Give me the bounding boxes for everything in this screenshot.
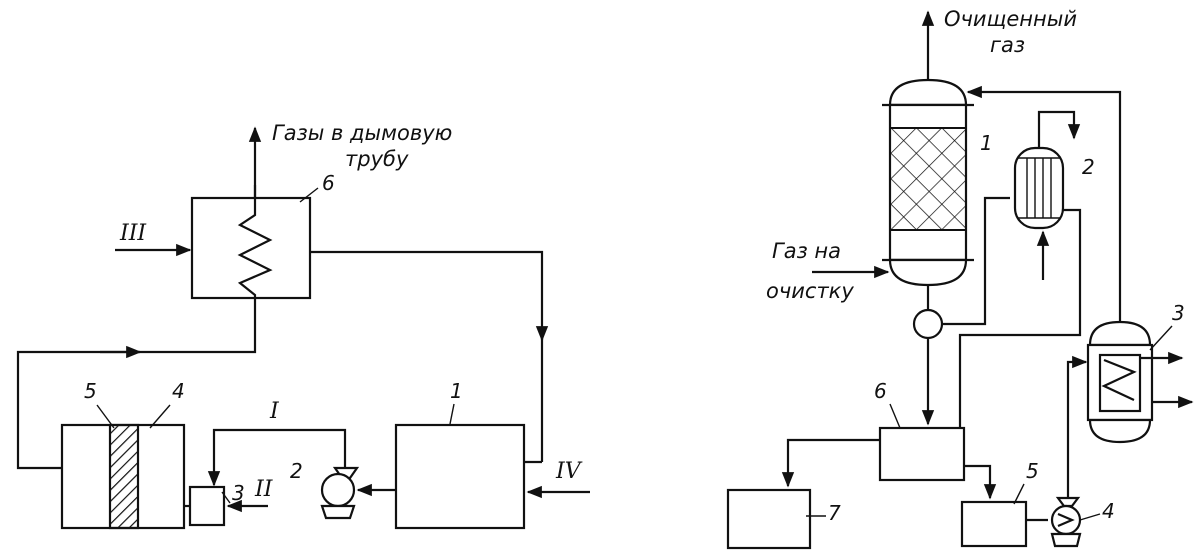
- vessel-6: [878, 426, 966, 482]
- label-r2: 2: [1082, 155, 1095, 179]
- line-6-to-5: [964, 464, 997, 500]
- line-6-to-7: [781, 438, 880, 488]
- leader-r3: [1149, 325, 1173, 351]
- label-r5: 5: [1026, 459, 1039, 483]
- column-1-top-cap: [888, 78, 968, 107]
- flue-gas-label-line2: трубу: [345, 147, 409, 171]
- leader-5: [96, 404, 115, 429]
- stream-III-label: III: [119, 221, 147, 246]
- vessel-3: [188, 485, 226, 527]
- coil-box: [1098, 353, 1142, 413]
- line-2-to-6: [958, 208, 1082, 428]
- leader-4: [149, 404, 171, 429]
- label-r4: 4: [1102, 499, 1115, 523]
- stream-I-label: I: [269, 399, 280, 424]
- label-r1: 1: [980, 131, 993, 155]
- line-6-to-1: [310, 250, 549, 342]
- tube-bundle-icon: [1018, 157, 1060, 219]
- line-6-to-4: [16, 310, 257, 470]
- heat-exchanger-6: [190, 196, 312, 300]
- left-diagram: Газы в дымовую трубу III 6 5 4 3 II I: [16, 121, 590, 530]
- leader-r5: [1013, 483, 1025, 505]
- heat-exchanger-2: [1013, 146, 1065, 230]
- leader-6: [299, 187, 319, 203]
- label-r7: 7: [828, 501, 841, 525]
- vessel-5: [960, 500, 1028, 548]
- label-r3: 3: [1172, 301, 1185, 325]
- stream-II-label: II: [254, 477, 274, 502]
- label-1: 1: [450, 379, 463, 403]
- clean-gas-label-line2: газ: [990, 33, 1025, 57]
- flue-gas-label-line1: Газы в дымовую: [272, 121, 452, 145]
- stream-IV-label: IV: [555, 459, 583, 484]
- pump-2-icon: [320, 466, 360, 520]
- label-r6: 6: [874, 379, 887, 403]
- vessel-3-bottom: [1088, 418, 1152, 444]
- leader-r6: [889, 403, 901, 429]
- line-4-to-3: [1066, 355, 1088, 500]
- leader-1: [449, 403, 455, 425]
- line-to-2: [942, 196, 1010, 326]
- line-3-to-column: [966, 85, 1122, 335]
- right-diagram: 1 Очищенный газ Газ на очистку 2: [726, 7, 1194, 550]
- inlet-gas-label-line2: очистку: [766, 279, 854, 303]
- pump-4-icon: [1050, 496, 1082, 548]
- apparatus-1: [394, 423, 526, 530]
- label-5: 5: [84, 379, 97, 403]
- vessel-7: [726, 488, 812, 550]
- zigzag-coil-icon: [1101, 358, 1137, 401]
- vessel-3-top: [1088, 320, 1152, 347]
- packing-icon: [889, 127, 967, 231]
- valve-circle-icon: [912, 308, 944, 340]
- label-4: 4: [172, 379, 185, 403]
- clean-gas-label-line1: Очищенный: [944, 7, 1077, 31]
- label-2: 2: [290, 459, 303, 483]
- stream-I-line: [207, 428, 347, 487]
- coolant-out-arrow: [1037, 110, 1081, 148]
- leader-r4: [1079, 513, 1101, 521]
- label-6: 6: [322, 171, 335, 195]
- inlet-gas-label-line1: Газ на: [772, 239, 841, 263]
- label-3: 3: [232, 481, 245, 505]
- coil-icon: [237, 185, 273, 310]
- column-1-bottom-cap: [888, 258, 968, 287]
- filter-layer-5: [108, 423, 140, 530]
